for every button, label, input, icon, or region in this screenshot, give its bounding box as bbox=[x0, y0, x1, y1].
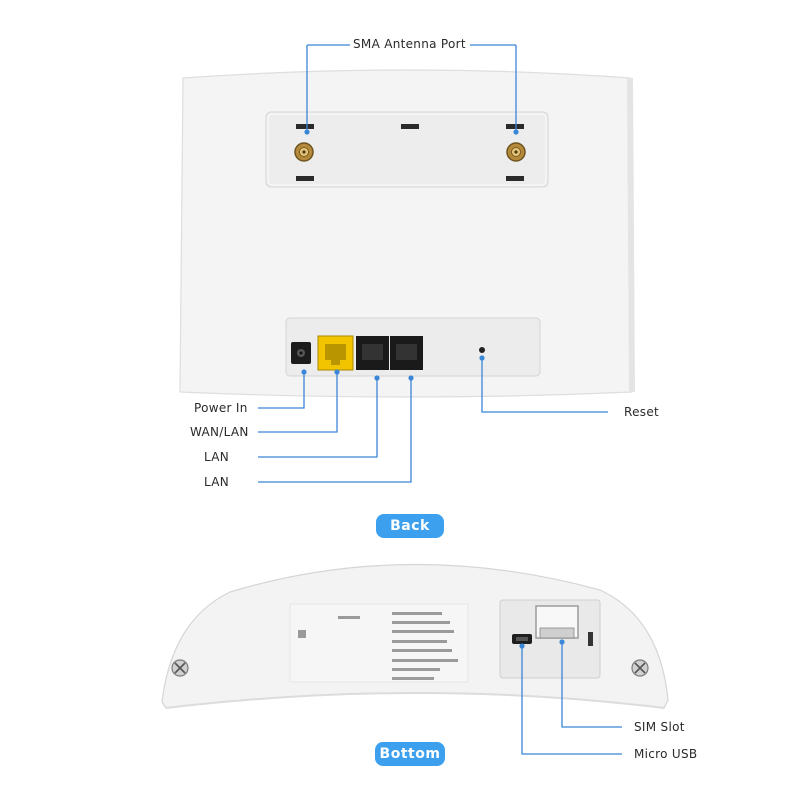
wan-lan-label: WAN/LAN bbox=[190, 425, 249, 439]
lan-label-1: LAN bbox=[204, 450, 230, 464]
sma-connector-left bbox=[294, 142, 314, 162]
screw-left bbox=[171, 659, 189, 677]
screw-right bbox=[631, 659, 649, 677]
lan-port-2 bbox=[390, 336, 423, 370]
back-callout-lines bbox=[258, 44, 608, 483]
wan-lan-port bbox=[317, 335, 354, 371]
router-bottom-view bbox=[161, 563, 669, 709]
sma-connector-right bbox=[506, 142, 526, 162]
micro-usb-label: Micro USB bbox=[634, 747, 698, 761]
sma-antenna-port-label: SMA Antenna Port bbox=[353, 37, 466, 51]
sticker-text-lines bbox=[298, 612, 458, 680]
reset-hole bbox=[479, 347, 485, 353]
router-back-view bbox=[179, 69, 635, 398]
power-in-label: Power In bbox=[194, 401, 248, 415]
bottom-callout-lines bbox=[521, 642, 622, 755]
lan-label-2: LAN bbox=[204, 475, 230, 489]
back-callout-dots bbox=[301, 129, 519, 381]
reset-label: Reset bbox=[624, 405, 660, 419]
power-jack bbox=[291, 342, 311, 364]
bottom-section-badge: Bottom bbox=[375, 742, 445, 766]
back-section-badge: Back bbox=[376, 514, 444, 538]
bottom-callout-dots bbox=[519, 639, 565, 649]
sim-slot-label: SIM Slot bbox=[634, 720, 685, 734]
lan-port-1 bbox=[356, 336, 389, 370]
